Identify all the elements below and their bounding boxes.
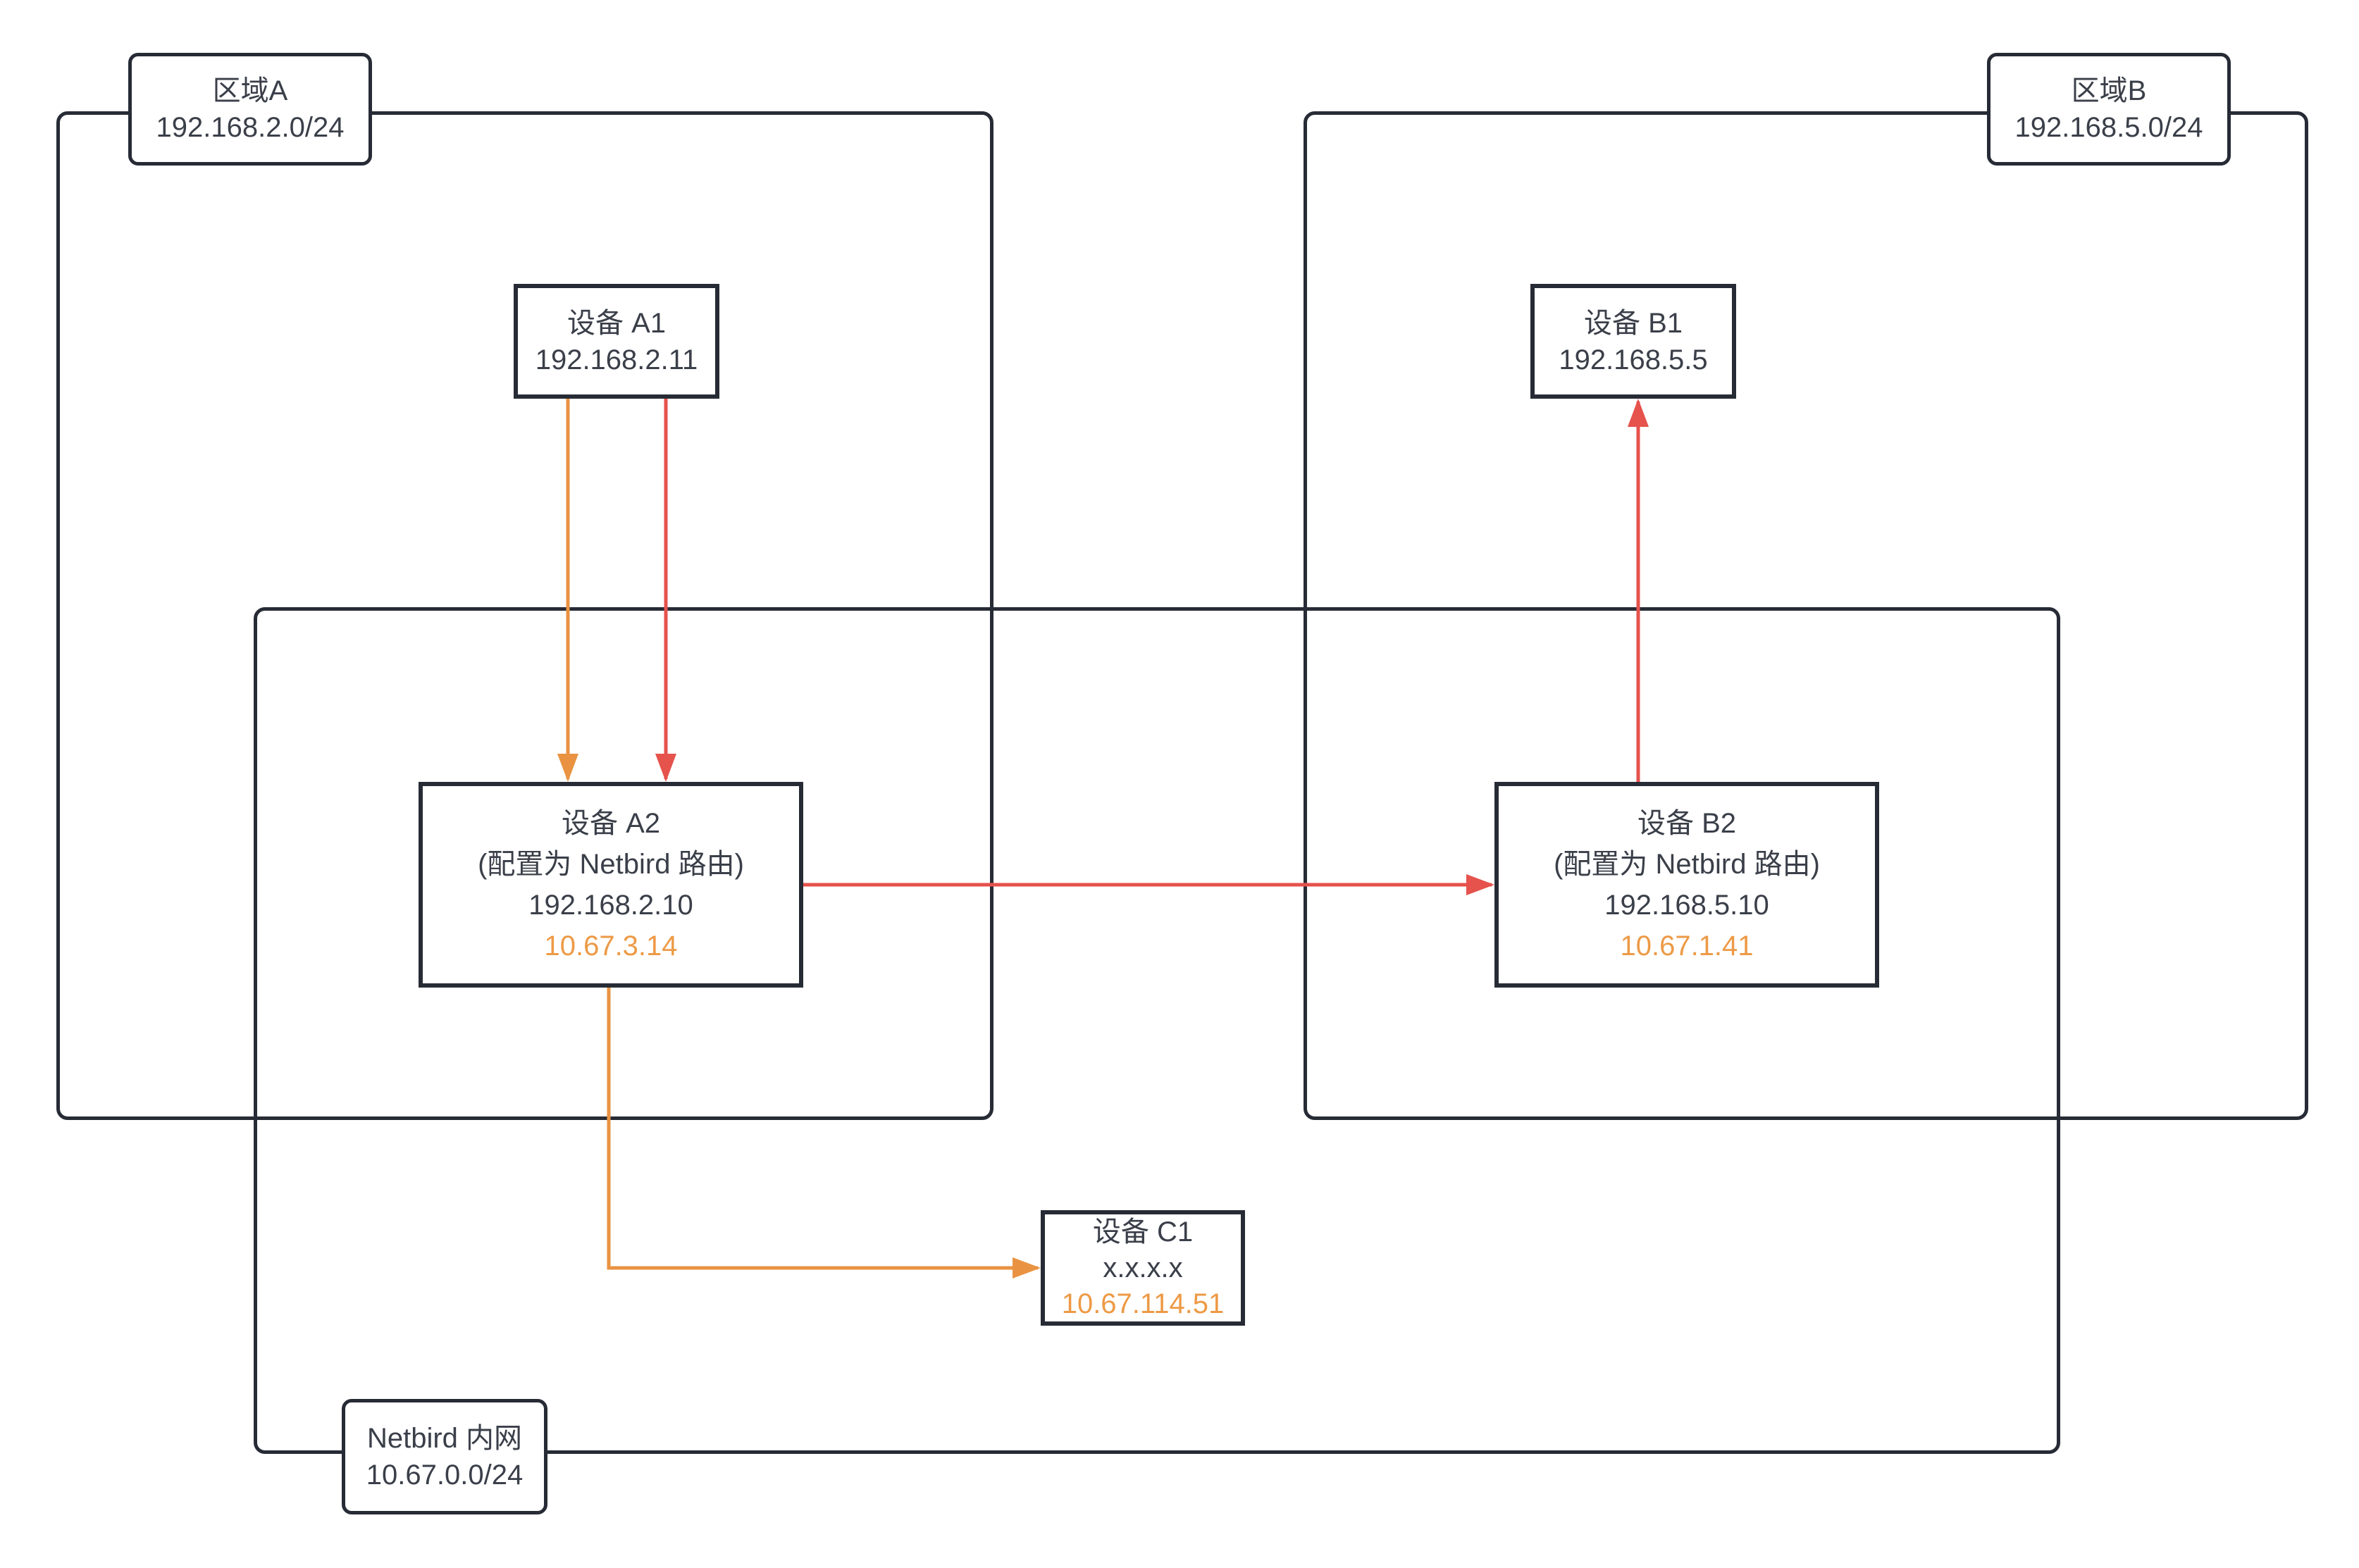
- device-a2-netbird-ip: 10.67.3.14: [544, 931, 678, 962]
- device-c1-lan-ip: x.x.x.x: [1103, 1252, 1183, 1283]
- zone-a-label: 区域A 192.168.2.0/24: [128, 53, 372, 166]
- zone-a-name: 区域A: [212, 75, 288, 106]
- netbird-network-boundary: [254, 607, 2060, 1454]
- device-b2-name: 设备 B2: [1637, 808, 1737, 839]
- zone-b-name: 区域B: [2071, 75, 2147, 106]
- device-a2-role: (配置为 Netbird 路由): [478, 849, 744, 880]
- zone-a-cidr: 192.168.2.0/24: [156, 112, 345, 143]
- zone-b-boundary: [1304, 111, 2308, 1120]
- device-c1-name: 设备 C1: [1092, 1216, 1194, 1247]
- device-a1-node: 设备 A1 192.168.2.11: [514, 284, 719, 399]
- device-a2-node: 设备 A2 (配置为 Netbird 路由) 192.168.2.10 10.6…: [419, 782, 803, 988]
- netbird-network-cidr: 10.67.0.0/24: [366, 1460, 524, 1491]
- device-c1-node: 设备 C1 x.x.x.x 10.67.114.51: [1041, 1210, 1245, 1326]
- zone-b-cidr: 192.168.5.0/24: [2014, 112, 2203, 143]
- device-a1-name: 设备 A1: [566, 307, 667, 339]
- device-c1-netbird-ip: 10.67.114.51: [1061, 1288, 1225, 1319]
- device-a2-name: 设备 A2: [561, 808, 661, 839]
- device-b1-name: 设备 B1: [1583, 307, 1683, 339]
- netbird-network-name: Netbird 内网: [366, 1423, 523, 1454]
- arrow-a2-to-c1-orange: [607, 988, 1041, 1278]
- netbird-network-label: Netbird 内网 10.67.0.0/24: [342, 1399, 547, 1514]
- device-b2-lan-ip: 192.168.5.10: [1604, 890, 1769, 921]
- zone-b-label: 区域B 192.168.5.0/24: [1987, 53, 2231, 166]
- device-b2-node: 设备 B2 (配置为 Netbird 路由) 192.168.5.10 10.6…: [1494, 782, 1879, 988]
- device-b1-lan-ip: 192.168.5.5: [1559, 344, 1708, 375]
- device-b2-role: (配置为 Netbird 路由): [1554, 849, 1820, 880]
- device-b1-node: 设备 B1 192.168.5.5: [1530, 284, 1736, 399]
- device-b2-netbird-ip: 10.67.1.41: [1620, 931, 1754, 962]
- device-a2-lan-ip: 192.168.2.10: [528, 890, 693, 921]
- zone-a-boundary: [56, 111, 993, 1120]
- device-a1-lan-ip: 192.168.2.11: [535, 344, 698, 375]
